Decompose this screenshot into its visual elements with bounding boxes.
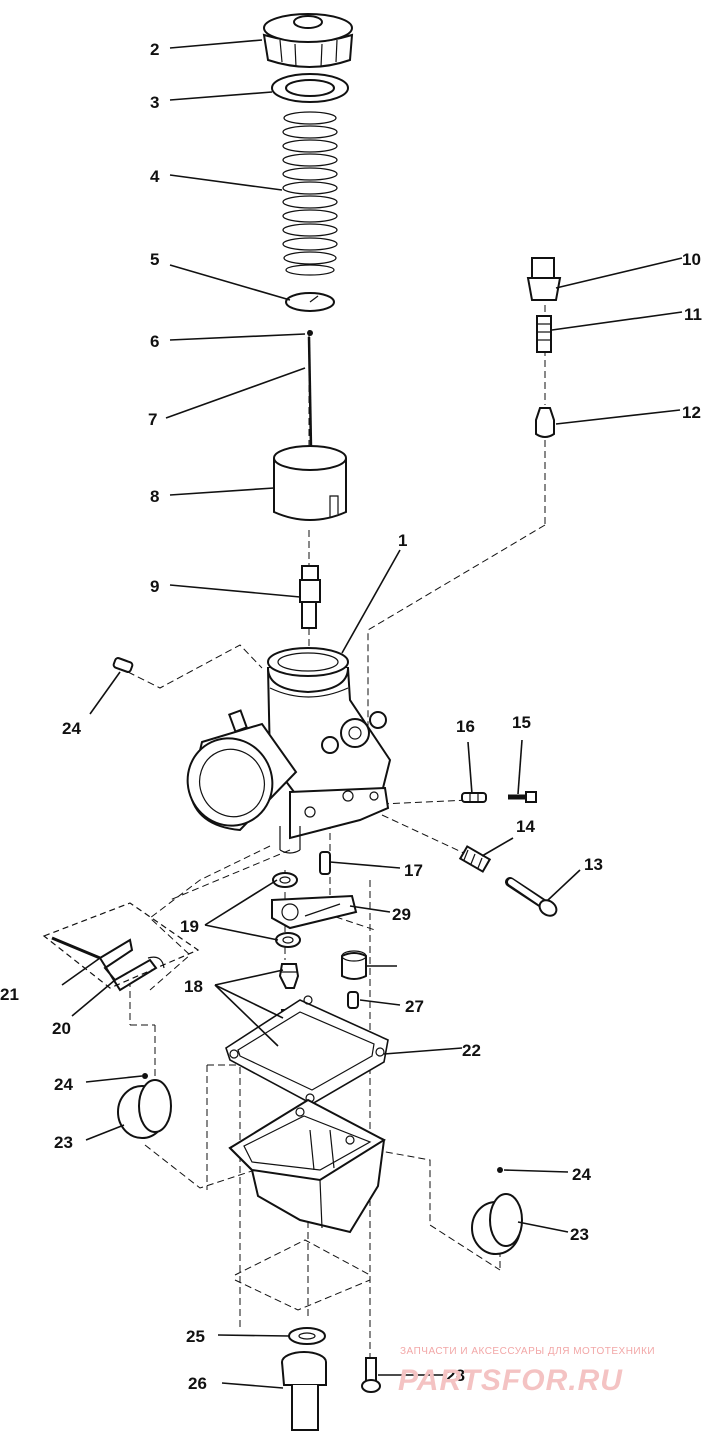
bowl-screw bbox=[361, 1357, 381, 1393]
label-11: 11 bbox=[684, 305, 702, 324]
float-left bbox=[117, 1079, 172, 1139]
label-16: 16 bbox=[456, 717, 475, 736]
label-22: 22 bbox=[462, 1041, 481, 1060]
idle-adjust-screw bbox=[508, 791, 537, 803]
label-17: 17 bbox=[404, 861, 423, 880]
label-18: 18 bbox=[184, 977, 203, 996]
pilot-air-screw bbox=[505, 877, 558, 917]
float-arm-bracket bbox=[98, 938, 165, 992]
watermark: ЗАПЧАСТИ И АКСЕССУАРЫ ДЛЯ МОТОТЕХНИКИ PA… bbox=[398, 1346, 655, 1397]
needle-jet bbox=[299, 565, 321, 629]
label-8: 8 bbox=[150, 487, 159, 506]
needle-retainer-plate bbox=[285, 292, 335, 312]
label-23-left: 23 bbox=[54, 1133, 73, 1152]
leader-lines bbox=[61, 39, 683, 1389]
watermark-logo-text: PARTSFOR.RU bbox=[398, 1364, 623, 1397]
carburetor-body bbox=[186, 647, 392, 854]
washer-upper bbox=[272, 872, 298, 888]
label-26: 26 bbox=[188, 1374, 207, 1393]
float-bowl bbox=[228, 1098, 387, 1234]
label-4: 4 bbox=[150, 167, 160, 186]
idle-screw-spring bbox=[461, 792, 487, 803]
label-13: 13 bbox=[584, 855, 603, 874]
starter-plunger-nut bbox=[526, 257, 562, 301]
label-21: 21 bbox=[0, 985, 19, 1004]
label-24-top: 24 bbox=[62, 719, 81, 738]
label-15: 15 bbox=[512, 713, 531, 732]
float-pin bbox=[42, 902, 200, 989]
label-28: 28 bbox=[446, 1366, 465, 1385]
label-10: 10 bbox=[682, 250, 701, 269]
label-2: 2 bbox=[150, 40, 159, 59]
label-5: 5 bbox=[150, 250, 159, 269]
needle-valve-seat bbox=[278, 963, 300, 989]
jet-needle bbox=[307, 336, 313, 449]
label-24-left: 24 bbox=[54, 1075, 73, 1094]
float-right bbox=[471, 1193, 523, 1255]
label-25: 25 bbox=[186, 1327, 205, 1346]
pilot-jet bbox=[319, 851, 331, 875]
needle-clip bbox=[307, 330, 313, 336]
label-23-right: 23 bbox=[570, 1225, 589, 1244]
label-20: 20 bbox=[52, 1019, 71, 1038]
starter-plunger bbox=[535, 407, 555, 438]
cap-gasket bbox=[271, 73, 349, 103]
pilot-screw-spring bbox=[458, 845, 492, 873]
pin-upper-left bbox=[112, 657, 134, 673]
throttle-valve bbox=[273, 445, 347, 521]
washer-lower bbox=[275, 932, 301, 948]
label-6: 6 bbox=[150, 332, 159, 351]
jet-holder-plate bbox=[271, 894, 358, 930]
label-27: 27 bbox=[405, 997, 424, 1016]
label-24-right: 24 bbox=[572, 1165, 591, 1184]
label-1: 1 bbox=[398, 531, 407, 550]
drain-plug bbox=[281, 1351, 327, 1431]
throttle-spring bbox=[282, 111, 338, 276]
main-jet-holder bbox=[341, 950, 367, 980]
label-29: 29 bbox=[392, 905, 411, 924]
label-3: 3 bbox=[150, 93, 159, 112]
watermark-tagline: ЗАПЧАСТИ И АКСЕССУАРЫ ДЛЯ МОТОТЕХНИКИ bbox=[400, 1346, 655, 1357]
label-7: 7 bbox=[148, 410, 157, 429]
pin-float-left bbox=[142, 1073, 148, 1079]
label-9: 9 bbox=[150, 577, 159, 596]
drain-plug-washer bbox=[288, 1327, 326, 1345]
starter-plunger-spring bbox=[536, 315, 552, 353]
main-jet bbox=[347, 991, 359, 1009]
label-19: 19 bbox=[180, 917, 199, 936]
label-12: 12 bbox=[682, 403, 701, 422]
float-bowl-gasket bbox=[225, 995, 389, 1105]
label-14: 14 bbox=[516, 817, 535, 836]
pin-float-right bbox=[497, 1167, 503, 1173]
carburetor-cap bbox=[262, 13, 354, 68]
callout-labels: 1 2 3 4 5 6 7 8 9 10 11 12 13 14 15 16 1… bbox=[0, 40, 702, 1393]
